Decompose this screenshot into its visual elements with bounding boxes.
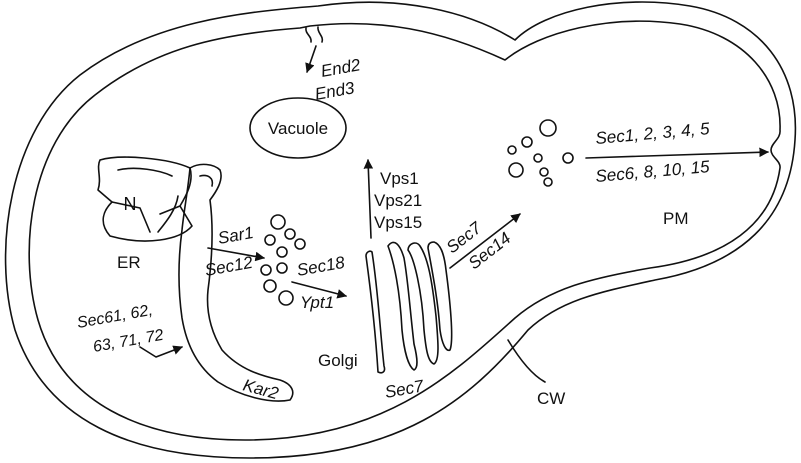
end2-label: End2 — [319, 55, 362, 81]
vps-arrow — [368, 160, 371, 238]
sec61-arrow — [140, 347, 182, 357]
golgi-label: Golgi — [318, 351, 358, 370]
kar2-label: Kar2 — [241, 376, 281, 404]
sec61-label-line1: Sec61, 62, — [76, 302, 154, 332]
sec6-group-label: Sec6, 8, 10, 15 — [595, 157, 711, 186]
sec18-label: Sec18 — [295, 253, 346, 280]
endocytic-pit — [306, 27, 322, 42]
nucleus-label: N — [124, 194, 137, 214]
sec1-group-label: Sec1, 2, 3, 4, 5 — [595, 119, 711, 148]
vps21-label: Vps21 — [374, 191, 422, 210]
secretory-vesicles — [508, 120, 573, 186]
vacuole-label: Vacuole — [268, 119, 328, 138]
end-arrow — [307, 46, 316, 72]
sec61-label-line2: 63, 71, 72 — [92, 327, 165, 356]
end3-label: End3 — [313, 78, 356, 104]
sar1-label: Sar1 — [216, 223, 255, 248]
golgi-stack — [366, 242, 452, 373]
vps15-label: Vps15 — [374, 213, 422, 232]
cw-label: CW — [537, 389, 565, 408]
ypt1-label: Ypt1 — [300, 293, 334, 312]
vps1-label: Vps1 — [380, 169, 419, 188]
er-label: ER — [117, 253, 141, 272]
sec7-golgi-label: Sec7 — [383, 376, 425, 402]
sec-exocytosis-arrow — [586, 152, 768, 158]
pm-label: PM — [663, 209, 689, 228]
